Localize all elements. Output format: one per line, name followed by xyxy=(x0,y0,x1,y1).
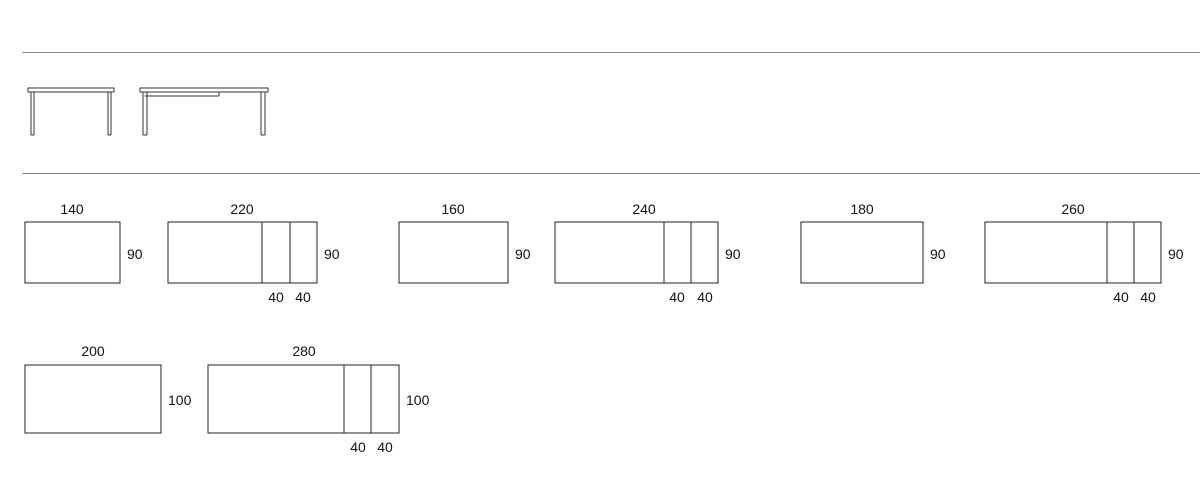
length-label: 240 xyxy=(632,201,656,217)
extension-label: 40 xyxy=(697,289,713,305)
table-240x90-extended: 240 90 40 40 xyxy=(554,201,741,305)
width-label: 100 xyxy=(168,392,192,408)
extension-label: 40 xyxy=(350,439,366,455)
width-label: 100 xyxy=(406,392,430,408)
table-180x90: 180 90 xyxy=(800,201,946,284)
table-280x100-extended: 280 100 40 40 xyxy=(207,343,430,455)
width-label: 90 xyxy=(930,246,946,262)
table-top xyxy=(207,364,400,434)
extension-label: 40 xyxy=(1140,289,1156,305)
width-label: 90 xyxy=(1168,246,1184,262)
width-label: 90 xyxy=(324,246,340,262)
extension-label: 40 xyxy=(295,289,311,305)
width-label: 90 xyxy=(725,246,741,262)
length-label: 220 xyxy=(230,201,254,217)
width-label: 90 xyxy=(127,246,143,262)
table-top xyxy=(24,364,162,434)
width-label: 90 xyxy=(515,246,531,262)
table-260x90-extended: 260 90 40 40 xyxy=(984,201,1184,305)
extended-table-elevation xyxy=(139,87,269,136)
extension-label: 40 xyxy=(669,289,685,305)
table-200x100: 200 100 xyxy=(24,343,192,434)
table-160x90: 160 90 xyxy=(398,201,531,284)
table-140x90: 140 90 xyxy=(24,201,143,284)
middle-divider xyxy=(22,173,1200,174)
table-220x90-extended: 220 90 40 40 xyxy=(167,201,340,305)
length-label: 180 xyxy=(850,201,874,217)
table-top xyxy=(800,221,924,284)
length-label: 280 xyxy=(292,343,316,359)
extension-label: 40 xyxy=(1113,289,1129,305)
table-top xyxy=(167,221,318,284)
extension-label: 40 xyxy=(377,439,393,455)
table-top xyxy=(984,221,1162,284)
length-label: 200 xyxy=(81,343,105,359)
length-label: 140 xyxy=(60,201,84,217)
table-top xyxy=(24,221,121,284)
closed-table-elevation xyxy=(27,87,115,136)
length-label: 260 xyxy=(1061,201,1085,217)
length-label: 160 xyxy=(441,201,465,217)
extension-label: 40 xyxy=(268,289,284,305)
top-divider xyxy=(22,52,1200,53)
table-top xyxy=(398,221,509,284)
table-top xyxy=(554,221,719,284)
